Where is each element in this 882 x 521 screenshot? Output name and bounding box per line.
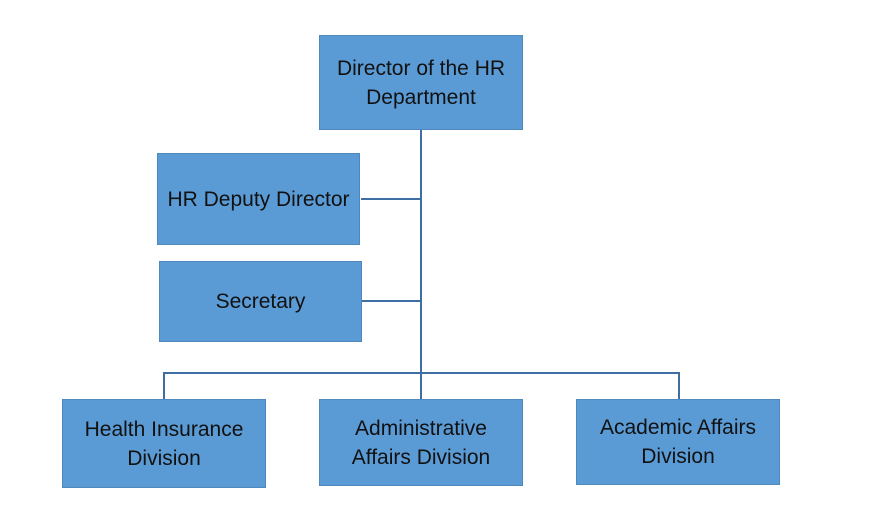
secretary-box: Secretary xyxy=(159,261,362,342)
administrative-affairs-division-label: Administrative Affairs Division xyxy=(351,416,491,469)
trunk-connector xyxy=(420,129,422,373)
health-insurance-division-box: Health Insurance Division xyxy=(62,399,266,488)
director-box: Director of the HR Department xyxy=(319,35,523,130)
academic-affairs-division-label: Academic Affairs Division xyxy=(599,416,756,468)
health-drop-connector xyxy=(163,372,165,400)
academic-affairs-division-box: Academic Affairs Division xyxy=(576,399,780,485)
academic-drop-connector xyxy=(678,372,680,400)
director-label: Director of the HR Department xyxy=(336,56,506,109)
deputy-director-box: HR Deputy Director xyxy=(157,153,360,245)
secretary-label: Secretary xyxy=(215,290,306,313)
secretary-connector xyxy=(361,300,421,302)
deputy-connector xyxy=(361,198,421,200)
administrative-affairs-division-box: Administrative Affairs Division xyxy=(319,399,523,486)
deputy-director-label: HR Deputy Director xyxy=(167,187,350,211)
health-insurance-division-label: Health Insurance Division xyxy=(84,417,244,470)
admin-drop-connector xyxy=(420,372,422,400)
